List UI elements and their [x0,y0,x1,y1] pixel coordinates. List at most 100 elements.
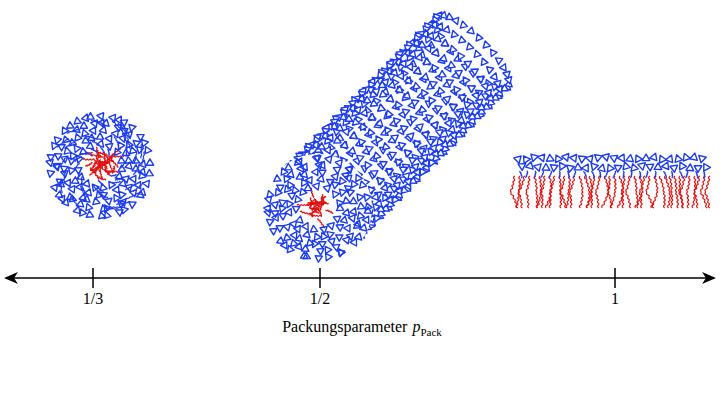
lipid-tail [549,192,551,208]
lipid-head [87,113,94,119]
lipid-head [272,211,279,218]
lipid-head [325,246,332,253]
lipid-tail [671,192,673,208]
lipid-head [365,162,371,169]
lipid-head [334,137,341,144]
lipid-head [354,222,361,229]
lipid-head [531,154,538,161]
lipid-head [409,158,416,165]
lipid-tail [646,176,650,192]
lipid-head [385,127,392,134]
lipid-tail [705,192,710,208]
lipid-head [477,76,484,83]
lipid-head [343,237,350,244]
lipid-tail [300,211,311,214]
lipid-head [293,206,300,213]
lipid-head [439,71,446,78]
lipid-tail [619,176,624,192]
lipid-head [472,92,479,99]
lipid-tail [107,170,112,174]
lipid-head [315,256,322,263]
lipid-head [441,114,448,120]
lipid-tail [104,207,118,209]
lipid-tail [561,192,567,208]
lipid-head [463,77,470,84]
lipid-head [485,90,492,97]
lipid-tail [559,171,560,178]
lipid-head [345,175,352,182]
lipid-head [467,27,474,34]
lipid-head [74,117,81,124]
lipid-head [560,163,567,171]
lipid-head [582,164,589,172]
tick-label: 1/3 [83,290,103,308]
lipid-head [586,155,593,163]
lipid-tail [510,176,515,192]
lipid-head [304,184,311,190]
lipid-head [381,184,388,191]
lipid-head [423,58,430,65]
lipid-tail [613,171,616,178]
lipid-head [441,40,448,47]
lipid-head [54,137,61,144]
lipid-head [69,167,76,174]
lipid-head [431,122,438,129]
axis [4,268,716,288]
lipid-tail [108,149,110,156]
lipid-head [400,167,407,173]
lipid-head [401,126,408,133]
lipid-head [300,188,307,195]
lipid-head [70,152,77,159]
tick [92,268,94,288]
lipid-tail [621,192,623,208]
lipid-head [99,212,106,219]
lipid-tail [646,192,654,208]
lipid-head [313,183,320,190]
lipid-head [670,165,678,172]
lipid-head [359,139,366,146]
lipid-head [481,83,488,90]
lipid-tail [654,176,658,192]
axis-subscript: Pack [420,326,441,338]
lipid-tail [680,171,683,178]
lipid-tail [672,171,673,178]
lipid-tail [309,215,321,217]
lipid-head [67,193,74,200]
lipid-head [146,170,153,176]
lipid-head [336,225,343,232]
lipid-tail [640,171,641,178]
lipid-head [391,135,398,142]
lipid-tail [321,197,323,205]
lipid-head [291,239,298,246]
cylindrical-micelle [264,12,512,263]
lipid-head [337,250,344,257]
lipid-head [385,192,392,198]
lipid-head [443,96,450,103]
lipid-head [699,155,706,162]
lipid-head [666,155,673,163]
lipid-tail [634,176,637,192]
lipid-head [47,155,54,162]
lipid-tail [86,136,96,138]
lipid-tail [112,181,120,183]
lipid-tail [90,155,103,157]
lipid-head [579,156,587,163]
lipid-head [146,159,153,165]
lipid-head [376,119,383,126]
lipid-tail [584,171,587,178]
lipid-tail [550,176,555,192]
lipid-head [295,196,302,203]
lipid-head [646,164,654,171]
lipid-head [283,224,290,231]
lipid-head [348,147,355,154]
lipid-head [267,219,274,226]
lipid-head [623,162,630,170]
axis-title-group: PackungsparameterpPack [282,318,442,336]
lipid-head [369,114,376,121]
lipid-head [393,196,400,203]
lipid-tail [534,171,536,178]
lipid-head [47,170,54,177]
lipid-head [459,95,466,102]
lipid-head [476,34,483,41]
